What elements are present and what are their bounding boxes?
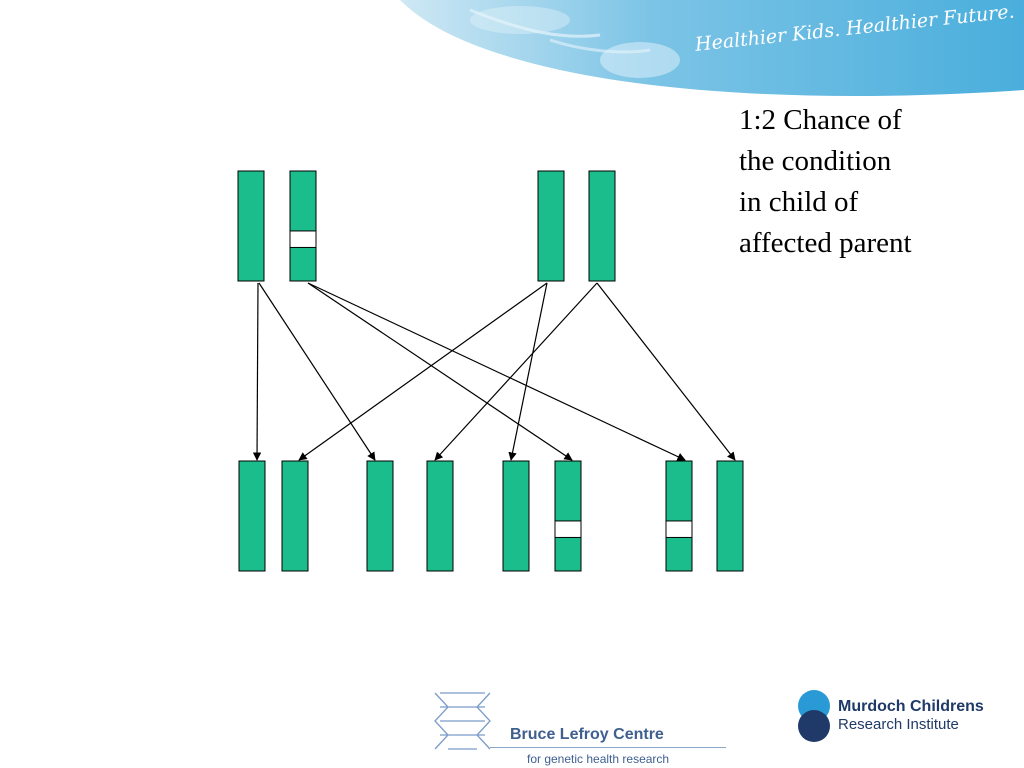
bruce-lefroy-logo: Bruce Lefroy Centre for genetic health r… [430,685,730,768]
inheritance-arrow [434,282,598,461]
inheritance-arrow [258,282,376,461]
title-line: the condition [739,145,892,177]
inheritance-arrow [307,282,686,461]
dna-helix-icon [434,692,491,750]
mcri-circles-icon [798,690,830,742]
inheritance-arrow [596,282,736,461]
parent-chromosome [588,170,616,282]
mcri-name: Murdoch Childrens [838,698,984,715]
inheritance-arrow [508,282,548,461]
parent-chromosome [537,170,565,282]
inheritance-arrow [298,282,548,461]
mutation-band [289,230,317,248]
mcri-subtitle: Research Institute [838,716,959,733]
mcri-logo: Murdoch Childrens Research Institute [795,688,1020,748]
child-chromosome [502,460,530,572]
slide-title: 1:2 Chance of the condition in child of … [739,100,999,264]
child-chromosome [366,460,394,572]
child-chromosome [665,460,693,572]
inheritance-arrows [252,282,736,461]
blc-divider [490,747,726,748]
inheritance-arrow [252,282,262,461]
blc-subtitle: for genetic health research [527,752,670,766]
child-chromosome [238,460,266,572]
child-chromosome [716,460,744,572]
parent-chromosome [237,170,265,282]
title-line: 1:2 Chance of [739,104,902,136]
child-chromosome [554,460,582,572]
title-line: affected parent [739,227,912,259]
blc-name: Bruce Lefroy Centre [510,726,664,743]
parent-chromosome [289,170,317,282]
mutation-band [554,520,582,538]
header-banner [400,0,1024,96]
inheritance-arrow [307,282,573,461]
title-line: in child of [739,186,859,218]
child-chromosome [426,460,454,572]
child-chromosome [281,460,309,572]
chromosome-set [237,170,744,572]
mutation-band [665,520,693,538]
